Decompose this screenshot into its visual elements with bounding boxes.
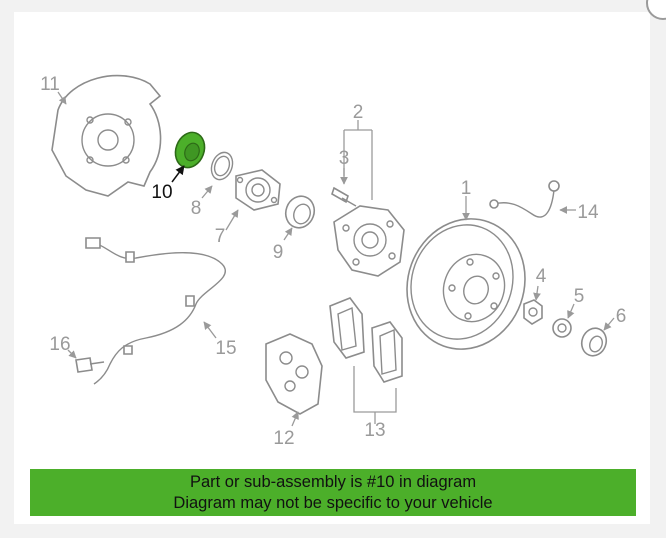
part-8-o-ring[interactable] xyxy=(201,149,236,199)
part-label-8: 8 xyxy=(191,198,202,219)
part-4-nut[interactable] xyxy=(523,285,543,325)
part-label-13: 13 xyxy=(364,420,385,441)
part-label-16: 16 xyxy=(49,334,70,355)
part-12-caliper[interactable] xyxy=(265,333,323,427)
part-3-stud[interactable] xyxy=(331,168,357,207)
part-10-seal[interactable] xyxy=(171,128,210,183)
part-7-bearing-housing[interactable] xyxy=(225,169,281,231)
part-label-1: 1 xyxy=(461,178,472,199)
part-label-15: 15 xyxy=(215,338,236,359)
part-5-lock-washer[interactable] xyxy=(552,303,575,338)
part-11-dust-cover[interactable] xyxy=(51,74,162,197)
part-2-hub[interactable] xyxy=(333,205,405,277)
part-1-disc-rotor[interactable] xyxy=(389,196,543,366)
info-banner: Part or sub-assembly is #10 in diagram D… xyxy=(30,469,636,516)
part-15-abs-sensor-wire[interactable] xyxy=(85,237,226,385)
part-label-11: 11 xyxy=(40,74,60,95)
part-14-brake-hose[interactable] xyxy=(489,180,576,218)
part-label-4: 4 xyxy=(536,266,547,287)
part-label-7: 7 xyxy=(215,226,226,247)
part-label-5: 5 xyxy=(574,286,585,307)
part-label-3: 3 xyxy=(339,148,350,169)
part-label-14: 14 xyxy=(577,202,599,223)
part-label-2: 2 xyxy=(353,102,364,123)
banner-line-1: Part or sub-assembly is #10 in diagram xyxy=(189,472,477,491)
part-9-bearing[interactable] xyxy=(281,192,318,241)
part-label-6: 6 xyxy=(616,306,627,327)
banner-line-2: Diagram may not be specific to your vehi… xyxy=(173,493,493,512)
part-label-9: 9 xyxy=(273,242,284,263)
part-13-brake-pads[interactable] xyxy=(329,297,403,424)
part-label-12: 12 xyxy=(273,428,294,449)
part-6-grease-cap[interactable] xyxy=(578,317,615,359)
part-16-sensor[interactable] xyxy=(67,349,105,373)
part-label-10: 10 xyxy=(151,182,172,203)
